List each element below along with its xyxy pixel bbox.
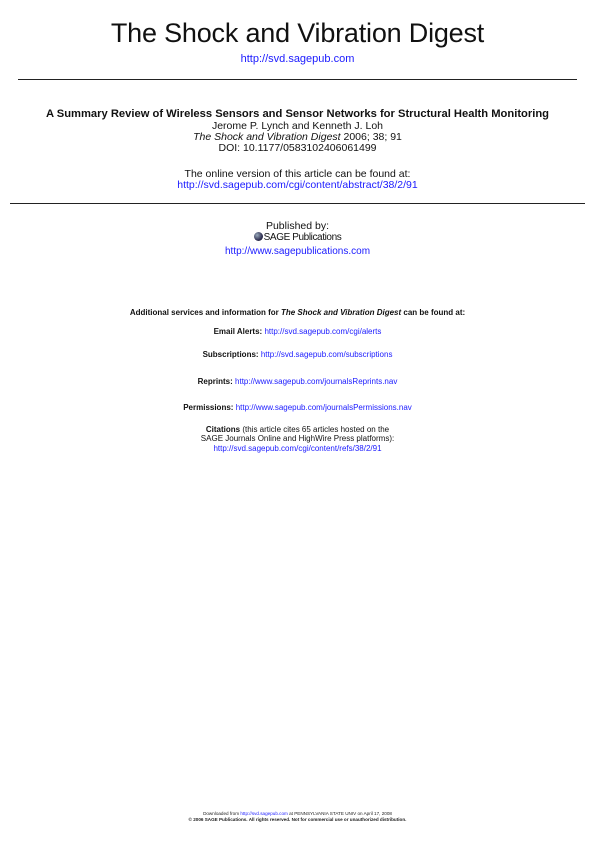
citation-volume: 2006; 38; 91 <box>340 131 402 143</box>
download-source-link[interactable]: http://svd.sagepub.com <box>240 811 288 816</box>
services-intro-journal: The Shock and Vibration Digest <box>280 308 402 317</box>
journal-url-container: http://svd.sagepub.com <box>0 53 595 65</box>
services-intro-prefix: Additional services and information for <box>129 308 281 317</box>
citations-row: Citations (this article cites 65 article… <box>0 425 595 434</box>
article-authors: Jerome P. Lynch and Kenneth J. Loh <box>211 120 384 132</box>
reprints-label: Reprints: <box>197 377 233 386</box>
copyright-notice: © 2006 SAGE Publications. All rights res… <box>188 817 407 822</box>
article-title: A Summary Review of Wireless Sensors and… <box>45 108 550 120</box>
published-by-label: Published by: <box>265 220 330 232</box>
email-alerts-row: Email Alerts: http://svd.sagepub.com/cgi… <box>0 327 595 336</box>
download-prefix: Downloaded from <box>203 811 241 816</box>
publisher-url-container: http://www.sagepublications.com <box>0 246 595 257</box>
download-suffix: at PENNSYLVANIA STATE UNIV on April 17, … <box>287 811 392 816</box>
online-version-url-container: http://svd.sagepub.com/cgi/content/abstr… <box>0 179 595 191</box>
top-divider <box>18 79 577 80</box>
download-notice: Downloaded from http://svd.sagepub.com a… <box>0 811 595 816</box>
article-citation: The Shock and Vibration Digest 2006; 38;… <box>0 132 595 143</box>
subscriptions-row: Subscriptions: http://svd.sagepub.com/su… <box>0 350 595 359</box>
permissions-label: Permissions: <box>183 403 234 412</box>
citations-link[interactable]: http://svd.sagepub.com/cgi/content/refs/… <box>213 444 382 453</box>
sage-globe-icon <box>253 232 263 241</box>
citations-url-container: http://svd.sagepub.com/cgi/content/refs/… <box>0 444 595 453</box>
citation-journal: The Shock and Vibration Digest <box>193 131 341 143</box>
journal-link[interactable]: http://svd.sagepub.com <box>240 53 355 65</box>
journal-title: The Shock and Vibration Digest <box>110 18 485 48</box>
article-doi: DOI: 10.1177/0583102406061499 <box>218 142 377 154</box>
middle-divider <box>10 203 585 204</box>
online-version-link[interactable]: http://svd.sagepub.com/cgi/content/abstr… <box>177 179 418 191</box>
email-alerts-link[interactable]: http://svd.sagepub.com/cgi/alerts <box>264 327 382 336</box>
citations-text-2: SAGE Journals Online and HighWire Press … <box>200 434 395 443</box>
additional-services-heading: Additional services and information for … <box>0 308 595 317</box>
reprints-link[interactable]: http://www.sagepub.com/journalsReprints.… <box>235 377 398 386</box>
permissions-link[interactable]: http://www.sagepub.com/journalsPermissio… <box>235 403 412 412</box>
email-alerts-label: Email Alerts: <box>213 327 263 336</box>
online-version-label: The online version of this article can b… <box>184 168 411 180</box>
citations-text-1: (this article cites 65 articles hosted o… <box>240 425 390 434</box>
publisher-link[interactable]: http://www.sagepublications.com <box>224 246 371 257</box>
subscriptions-link[interactable]: http://svd.sagepub.com/subscriptions <box>260 350 393 359</box>
publisher-name: SAGE Publications <box>263 232 342 243</box>
subscriptions-label: Subscriptions: <box>202 350 259 359</box>
reprints-row: Reprints: http://www.sagepub.com/journal… <box>0 377 595 386</box>
permissions-row: Permissions: http://www.sagepub.com/jour… <box>0 403 595 412</box>
services-intro-suffix: can be found at: <box>401 308 466 317</box>
publisher-logo: SAGE Publications <box>0 232 595 243</box>
citations-label: Citations <box>205 425 241 434</box>
